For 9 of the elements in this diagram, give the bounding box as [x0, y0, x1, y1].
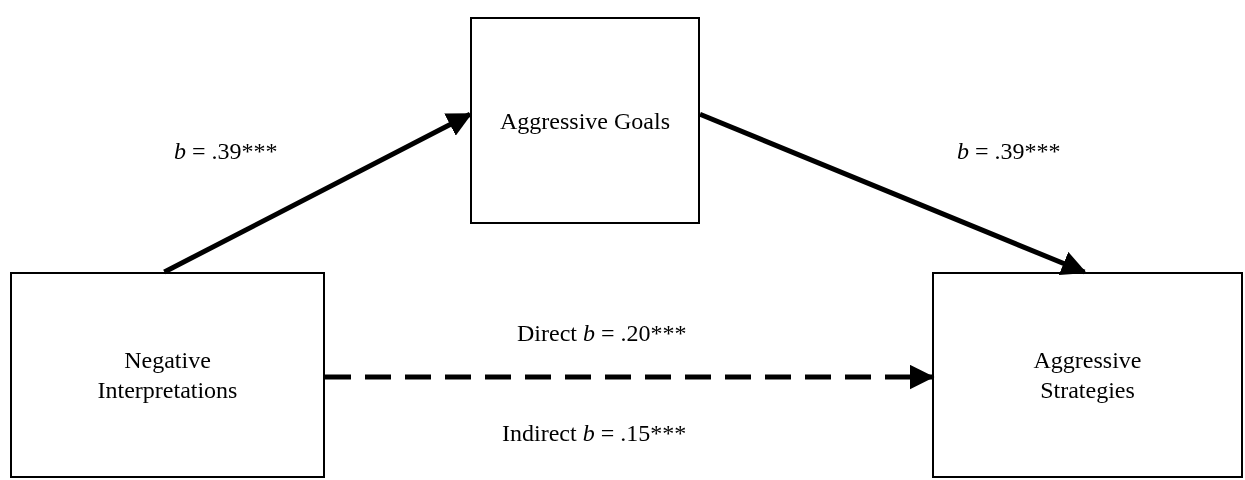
variable-box: [470, 17, 700, 224]
box-label: Aggressive Strategies: [1032, 346, 1143, 405]
variable-box: [10, 272, 325, 478]
box-label: Negative Interpretations: [96, 346, 239, 405]
arrow: [163, 112, 473, 275]
arrow: [699, 111, 1087, 275]
variable-box: [932, 272, 1243, 478]
dashed-arrow: [325, 364, 935, 390]
box-label: Aggressive Goals: [500, 106, 670, 136]
